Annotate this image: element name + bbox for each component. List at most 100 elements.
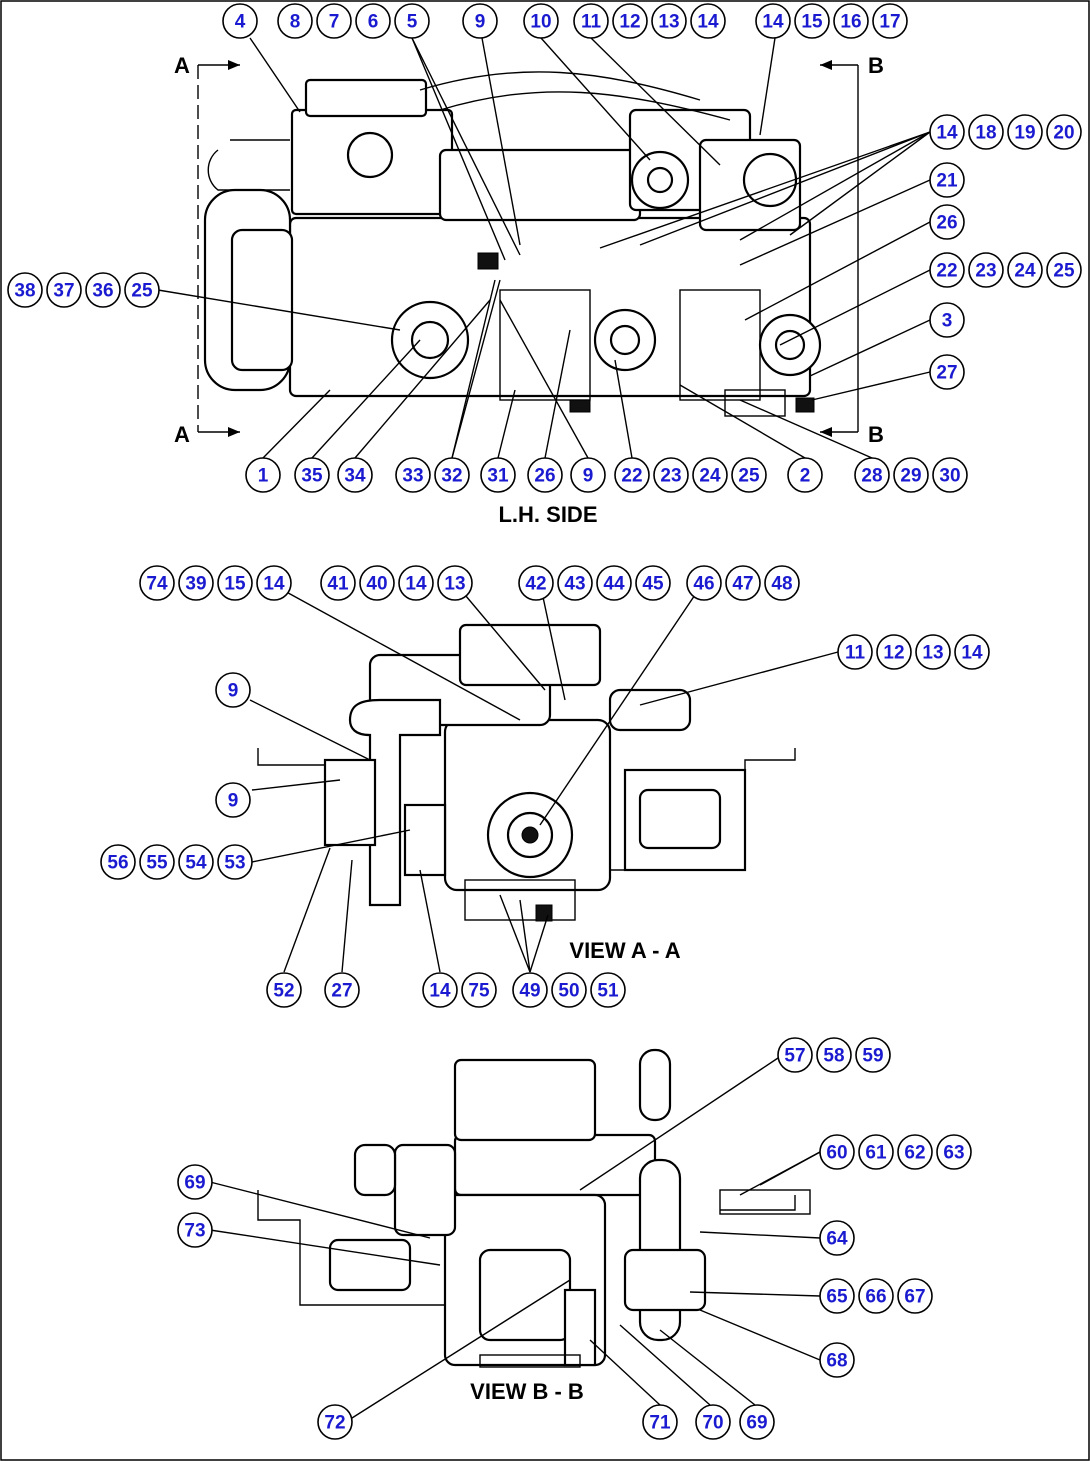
view-b-title: VIEW B - B — [470, 1379, 584, 1404]
callout-label: 27 — [331, 981, 352, 1002]
callout-label: 30 — [939, 466, 960, 487]
callout-label: 15 — [224, 574, 246, 595]
callout-label: 27 — [936, 363, 957, 384]
callout-label: 22 — [936, 261, 957, 282]
callout-label: 72 — [324, 1413, 345, 1434]
callout-label: 66 — [865, 1287, 886, 1308]
callout-label: 6 — [368, 12, 379, 33]
callout-label: 13 — [922, 643, 943, 664]
callout-label: 24 — [699, 466, 721, 487]
callout-label: 48 — [771, 574, 792, 595]
callout-label: 13 — [658, 12, 679, 33]
callout-label: 10 — [530, 12, 551, 33]
callout-label: 5 — [407, 12, 418, 33]
view-b-engine-drawing — [257, 1048, 811, 1368]
callout-label: 19 — [1014, 123, 1035, 144]
callout-label: 37 — [53, 281, 74, 302]
callout-label: 65 — [826, 1287, 848, 1308]
callout-label: 18 — [975, 123, 996, 144]
callout-label: 58 — [823, 1046, 844, 1067]
callout-label: 64 — [826, 1229, 848, 1250]
callout-label: 62 — [904, 1143, 925, 1164]
callout-label: 28 — [861, 466, 882, 487]
callout-label: 73 — [184, 1221, 205, 1242]
callout-label: 23 — [660, 466, 681, 487]
callout-label: 26 — [534, 466, 555, 487]
callout-label: 12 — [883, 643, 904, 664]
callout-label: 25 — [1053, 261, 1075, 282]
callout-label: 69 — [184, 1173, 205, 1194]
callout-label: 57 — [784, 1046, 805, 1067]
callout-label: 45 — [642, 574, 664, 595]
callout-label: 68 — [826, 1351, 847, 1372]
callout-label: 14 — [936, 123, 958, 144]
callout-label: 35 — [301, 466, 323, 487]
callout-label: 52 — [273, 981, 294, 1002]
callout-circles — [7, 3, 1082, 1440]
lh-side-engine-drawing — [197, 60, 859, 437]
callout-label: 44 — [603, 574, 625, 595]
callout-label: 32 — [441, 466, 462, 487]
lh-side-title: L.H. SIDE — [498, 502, 597, 527]
callout-label: 46 — [693, 574, 714, 595]
callout-label: 34 — [344, 466, 366, 487]
callout-label: 11 — [845, 643, 866, 664]
callout-label: 9 — [475, 12, 486, 33]
callout-label: 15 — [801, 12, 823, 33]
callout-label: 74 — [146, 574, 168, 595]
callout-label: 29 — [900, 466, 921, 487]
callout-label: 38 — [14, 281, 35, 302]
callout-label: 22 — [621, 466, 642, 487]
callout-label: 13 — [444, 574, 465, 595]
callout-label: 14 — [429, 981, 451, 1002]
section-a-bottom-letter: A — [174, 422, 190, 447]
callout-label: 70 — [702, 1413, 723, 1434]
callout-label: 11 — [581, 12, 602, 33]
callout-label: 17 — [879, 12, 900, 33]
section-a-top-letter: A — [174, 53, 190, 78]
callout-label: 49 — [519, 981, 540, 1002]
callout-label: 12 — [619, 12, 640, 33]
callout-label: 41 — [327, 574, 349, 595]
callout-label: 42 — [525, 574, 546, 595]
callout-label: 25 — [131, 281, 153, 302]
callout-label: 14 — [961, 643, 983, 664]
callout-label: 71 — [649, 1413, 671, 1434]
callout-label: 56 — [107, 853, 128, 874]
callout-label: 75 — [468, 981, 490, 1002]
callout-label: 20 — [1053, 123, 1074, 144]
callout-label: 39 — [185, 574, 206, 595]
callout-label: 36 — [92, 281, 113, 302]
callout-label: 69 — [746, 1413, 767, 1434]
callout-label: 21 — [936, 171, 958, 192]
callout-label: 7 — [329, 12, 340, 33]
callout-label: 8 — [290, 12, 301, 33]
callout-label: 2 — [800, 466, 811, 487]
callout-label: 16 — [840, 12, 861, 33]
callout-label: 14 — [263, 574, 285, 595]
callout-label: 53 — [224, 853, 245, 874]
callout-label: 47 — [732, 574, 753, 595]
callout-label: 50 — [558, 981, 579, 1002]
callout-label: 40 — [366, 574, 387, 595]
section-b-top-letter: B — [868, 53, 884, 78]
callout-label: 33 — [402, 466, 423, 487]
leader-lines — [157, 37, 931, 1419]
callout-label: 61 — [865, 1143, 887, 1164]
callout-label: 1 — [258, 466, 269, 487]
callout-label: 9 — [583, 466, 594, 487]
callout-label: 26 — [936, 213, 957, 234]
callout-label: 14 — [405, 574, 427, 595]
callout-label: 14 — [697, 12, 719, 33]
callout-label: 14 — [762, 12, 784, 33]
callout-label: 24 — [1014, 261, 1036, 282]
callout-label: 43 — [564, 574, 585, 595]
callout-label: 31 — [487, 466, 509, 487]
callout-label: 3 — [942, 311, 953, 332]
callout-label: 4 — [235, 12, 246, 33]
callout-label: 55 — [146, 853, 168, 874]
section-b-bottom-letter: B — [868, 422, 884, 447]
view-a-title: VIEW A - A — [569, 938, 680, 963]
callout-label: 59 — [862, 1046, 883, 1067]
